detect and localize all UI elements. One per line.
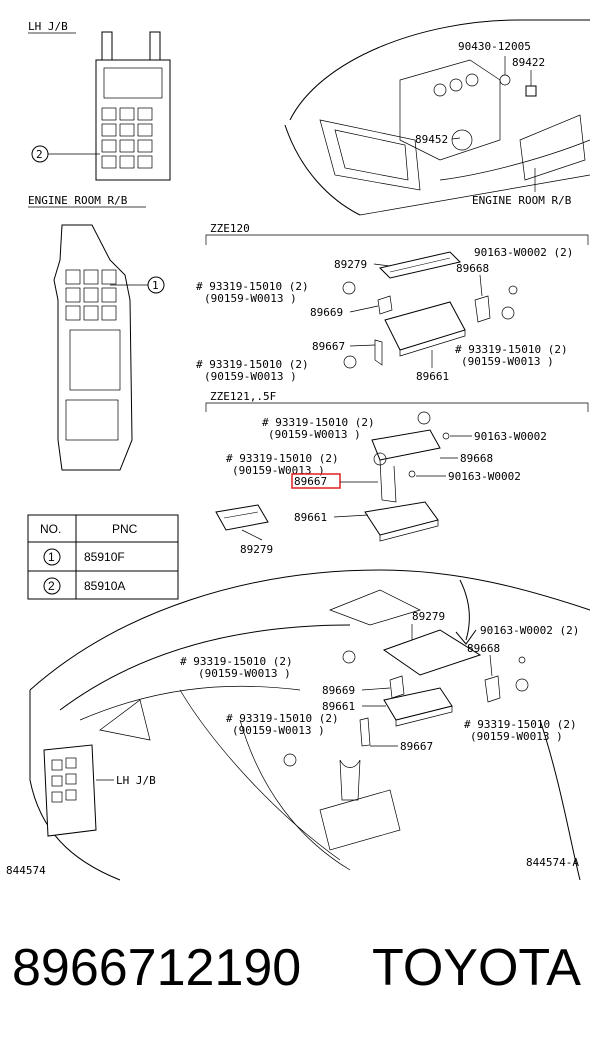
- label-90430-12005: 90430-12005: [458, 40, 531, 53]
- dash-90159b: (90159-W0013 ): [232, 724, 325, 737]
- brand-name: TOYOTA: [372, 939, 581, 997]
- table-header-no: NO.: [40, 522, 61, 536]
- zze120-90163: 90163-W0002 (2): [474, 246, 573, 259]
- zze121-89667: 89667: [294, 475, 327, 488]
- dash-89279: 89279: [412, 610, 445, 623]
- dash-89668: 89668: [467, 642, 500, 655]
- dash-89667: 89667: [400, 740, 433, 753]
- zze120-89661: 89661: [416, 370, 449, 383]
- engine-room-relay-block: [53, 224, 133, 471]
- table-row-2-pnc: 85910A: [84, 579, 125, 593]
- dash-89661: 89661: [322, 700, 355, 713]
- dash-90159c: (90159-W0013 ): [470, 730, 563, 743]
- callout-2-top-label: 2: [36, 148, 43, 161]
- lh-junction-block: [95, 31, 171, 181]
- zze121-ecu-assembly: [215, 411, 450, 542]
- zze120-90159a: (90159-W0013 ): [204, 292, 297, 305]
- zze120-90159b: (90159-W0013 ): [461, 355, 554, 368]
- dash-93319c: # 93319-15010 (2): [464, 718, 577, 731]
- engine-bay-illustration: [284, 19, 591, 216]
- footer: 8966712190 TOYOTA: [0, 930, 600, 1040]
- zze120-89667: 89667: [312, 340, 345, 353]
- zze120-89668: 89668: [456, 262, 489, 275]
- label-lh-jb-bottom: LH J/B: [116, 774, 156, 787]
- label-89422: 89422: [512, 56, 545, 69]
- callout-1-label: 1: [152, 279, 159, 292]
- table-row-1-pnc: 85910F: [84, 550, 125, 564]
- label-engine-room-rb-left: ENGINE ROOM R/B: [28, 194, 128, 207]
- dash-89669: 89669: [322, 684, 355, 697]
- zze120-93319c: # 93319-15010 (2): [196, 358, 309, 371]
- label-89452: 89452: [415, 133, 448, 146]
- label-engine-room-rb-right: ENGINE ROOM R/B: [472, 194, 572, 207]
- dash-93319a: # 93319-15010 (2): [180, 655, 293, 668]
- pnc-table: NO. PNC 1 85910F 2 85910A: [27, 514, 179, 600]
- figure-id-right: 844574-A: [526, 856, 579, 869]
- table-row-1-no: 1: [48, 550, 55, 564]
- highlight-box-89667: [291, 473, 341, 489]
- zze120-93319b: # 93319-15010 (2): [455, 343, 568, 356]
- zze121-93319a: # 93319-15010 (2): [262, 416, 375, 429]
- table-row-2-no: 2: [48, 579, 55, 593]
- parts-diagram: LH J/B 2 ENGINE ROOM R/B 1: [6, 19, 591, 881]
- zze120-93319a: # 93319-15010 (2): [196, 280, 309, 293]
- figure-id-left: 844574: [6, 864, 46, 877]
- table-header-pnc: PNC: [112, 522, 138, 536]
- zze121-90163b: 90163-W0002: [448, 470, 521, 483]
- zze121-89279: 89279: [240, 543, 273, 556]
- part-number: 8966712190: [12, 939, 302, 997]
- label-zze121: ZZE121,.5F: [210, 390, 276, 403]
- dash-90159a: (90159-W0013 ): [198, 667, 291, 680]
- zze121-90163a: 90163-W0002: [474, 430, 547, 443]
- zze121-93319b: # 93319-15010 (2): [226, 452, 339, 465]
- dashboard-illustration: [29, 569, 591, 881]
- zze120-ecu-assembly: [342, 251, 518, 369]
- zze121-89661: 89661: [294, 511, 327, 524]
- label-lh-jb-top: LH J/B: [28, 20, 68, 33]
- zze120-89669: 89669: [310, 306, 343, 319]
- label-zze120: ZZE120: [210, 222, 250, 235]
- zze121-90159a: (90159-W0013 ): [268, 428, 361, 441]
- dash-90163: 90163-W0002 (2): [480, 624, 579, 637]
- zze120-89279: 89279: [334, 258, 367, 271]
- zze120-90159c: (90159-W0013 ): [204, 370, 297, 383]
- zze121-89668: 89668: [460, 452, 493, 465]
- dash-93319b: # 93319-15010 (2): [226, 712, 339, 725]
